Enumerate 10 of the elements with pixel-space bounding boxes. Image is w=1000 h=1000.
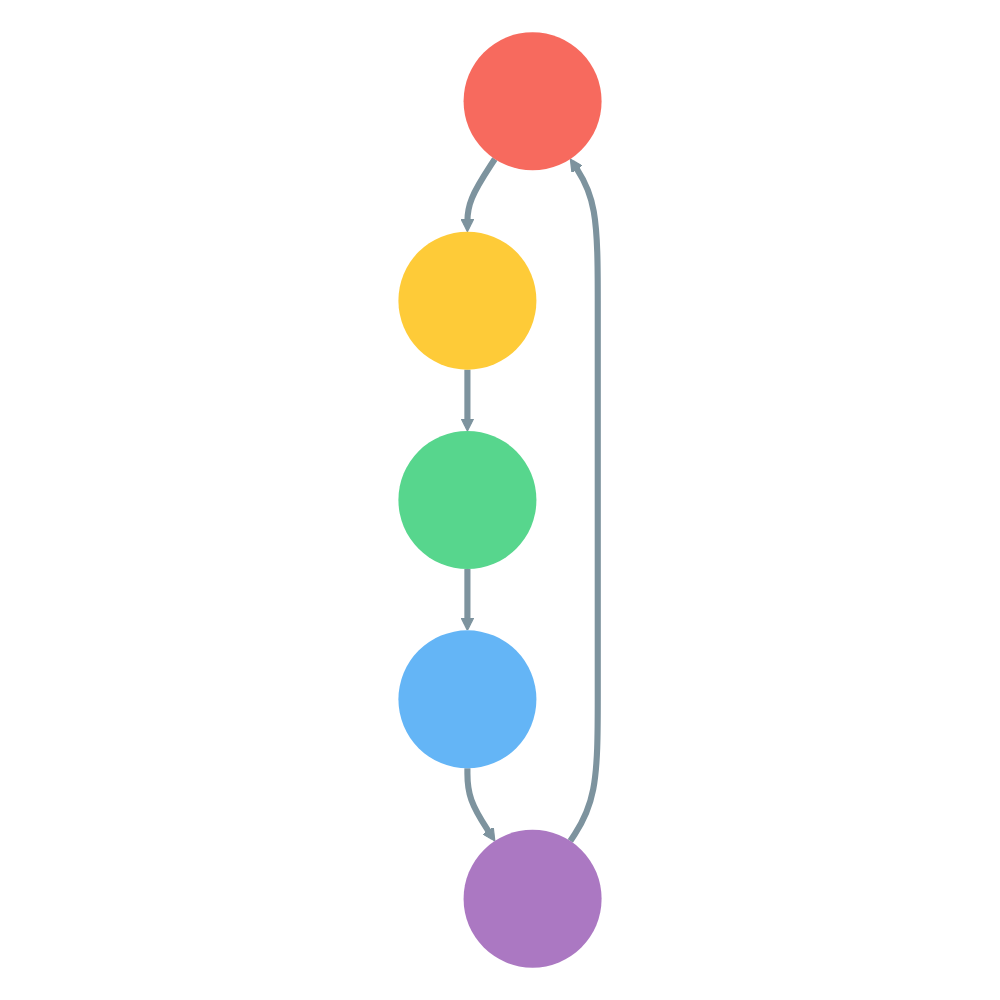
circle-node xyxy=(398,231,537,370)
arrow xyxy=(460,157,498,233)
arrow xyxy=(460,369,475,432)
circle-node xyxy=(463,32,602,171)
arrow xyxy=(567,158,601,843)
circle-node xyxy=(463,829,602,968)
arrow xyxy=(460,569,475,631)
circle-node xyxy=(398,630,537,769)
circle-node xyxy=(398,431,537,569)
arrow xyxy=(464,768,496,842)
